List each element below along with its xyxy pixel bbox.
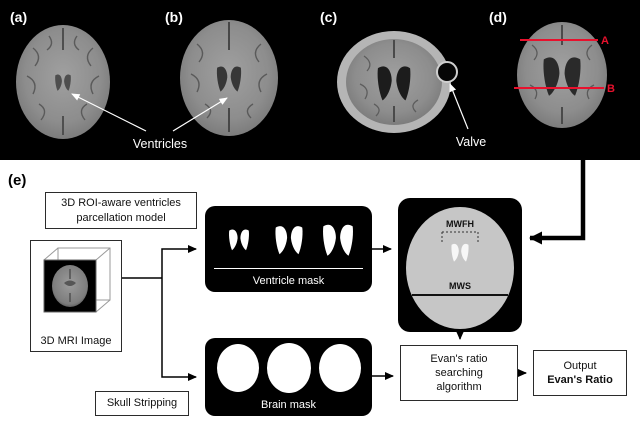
evans-algorithm-box: Evan's ratio searching algorithm xyxy=(400,345,518,401)
flowchart-connectors xyxy=(122,160,586,381)
brain-scan-a xyxy=(16,25,110,139)
mwfh-dashed-bracket xyxy=(441,231,479,242)
panel-b-label: (b) xyxy=(165,9,183,25)
valve-arrow xyxy=(449,83,469,130)
evans-measurement-diagram: MWFH MWS xyxy=(406,207,514,329)
output-line2: Evan's Ratio xyxy=(547,374,613,386)
ventricle-mask-divider xyxy=(214,268,363,269)
roi-model-box: 3D ROI-aware ventricles parcellation mod… xyxy=(45,192,197,229)
brain-blob-3 xyxy=(319,344,361,392)
ventricle-mask-box: Ventricle mask xyxy=(205,206,372,292)
roi-model-line1: 3D ROI-aware ventricles xyxy=(61,197,181,210)
ventricle-shape-1 xyxy=(229,229,249,251)
sulci-d xyxy=(529,44,595,100)
brain-blob-2 xyxy=(267,343,311,393)
mws-label: MWS xyxy=(449,281,471,291)
brain-blob-1 xyxy=(217,344,259,392)
brain-mask-label: Brain mask xyxy=(260,399,317,411)
output-line1: Output xyxy=(563,359,597,372)
shunt-valve xyxy=(436,61,458,83)
arrow-to-ventricle-mask xyxy=(161,245,197,278)
ventricles-arrow-a xyxy=(71,93,147,132)
ventricle-mask-shapes xyxy=(229,224,353,256)
mwfh-label: MWFH xyxy=(446,219,474,229)
brain-scan-c xyxy=(337,31,458,133)
panel-e-label: (e) xyxy=(8,172,27,189)
mri-input-box: 3D MRI Image xyxy=(30,240,122,352)
pipeline-flowchart: (e) 3D ROI-aware ventricles parcellation… xyxy=(0,160,640,424)
brain-mask-shapes xyxy=(217,343,361,393)
ventricles-annotation: Ventricles xyxy=(133,137,187,151)
panel-a-label: (a) xyxy=(10,9,27,25)
brain-scan-d xyxy=(517,22,607,128)
cube-edges xyxy=(43,247,111,313)
evans-line1: Evan's ratio xyxy=(430,352,488,365)
mri-cube xyxy=(43,247,111,313)
skull-stripping-box: Skull Stripping xyxy=(95,391,189,416)
ventricle-shape-3 xyxy=(323,224,353,256)
mri-panels-strip: A B (a) (b) (c) (d) Ventricles Valve xyxy=(0,0,640,160)
measure-label-b: B xyxy=(607,83,615,95)
brain-mask-box: Brain mask xyxy=(205,338,372,416)
panel-d-label: (d) xyxy=(489,9,507,25)
ventricle-mask-label: Ventricle mask xyxy=(252,275,325,287)
mri-image-label: 3D MRI Image xyxy=(40,335,112,347)
mri-slice-ventricles xyxy=(64,280,76,286)
evans-line3: algorithm xyxy=(436,381,482,394)
valve-annotation: Valve xyxy=(456,135,486,149)
roi-model-line2: parcellation model xyxy=(76,211,166,224)
arrow-to-brain-mask xyxy=(161,278,197,381)
sulci-c xyxy=(359,55,419,117)
output-box: Output Evan's Ratio xyxy=(533,350,627,396)
skull-stripping-label: Skull Stripping xyxy=(106,397,178,410)
brain-scan-b xyxy=(180,20,278,136)
sulci-a xyxy=(26,35,100,121)
evans-measurement-box: MWFH MWS xyxy=(398,198,522,332)
panel-d-input-arrow xyxy=(529,160,586,245)
brain-outline-gray xyxy=(406,207,514,329)
ventricle-shape-2 xyxy=(275,226,303,255)
ventricles-arrow-b xyxy=(172,97,228,132)
mri-panels-canvas: A B (a) (b) (c) (d) Ventricles Valve xyxy=(10,9,615,151)
panel-c-label: (c) xyxy=(320,9,337,25)
measure-label-a: A xyxy=(601,35,609,47)
evans-line2: searching xyxy=(435,366,483,379)
sulci-b xyxy=(190,43,268,119)
